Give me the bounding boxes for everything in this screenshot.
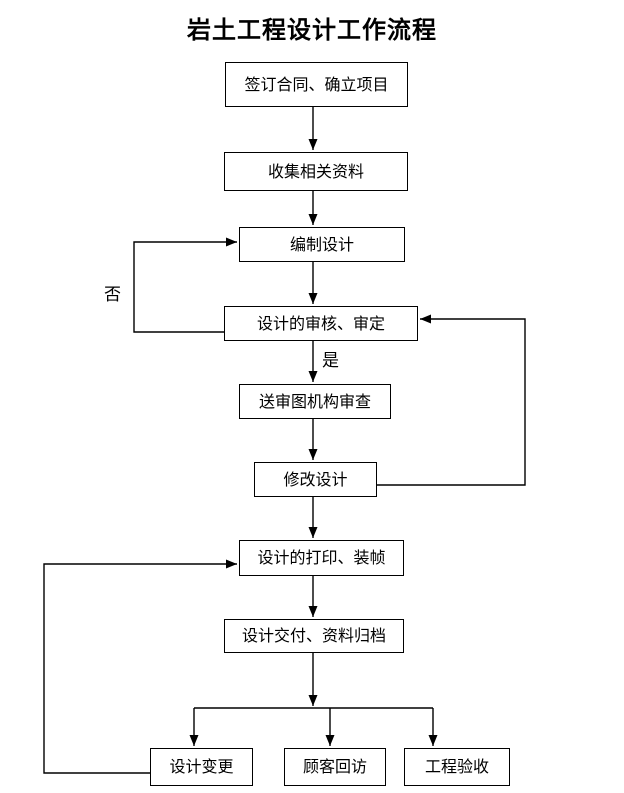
arrow-design-change-loop-to-print — [43, 559, 237, 774]
node-sign-contract: 签订合同、确立项目 — [225, 62, 408, 107]
node-label: 签订合同、确立项目 — [244, 74, 389, 94]
node-review-approval: 设计的审核、审定 — [224, 306, 418, 341]
node-label: 设计交付、资料归档 — [241, 626, 386, 645]
node-customer-followup: 顾客回访 — [284, 748, 386, 786]
edge-label-yes: 是 — [322, 351, 339, 371]
node-label: 顾客回访 — [302, 757, 367, 776]
node-print-binding: 设计的打印、装帧 — [239, 540, 404, 576]
node-label: 收集相关资料 — [267, 161, 364, 181]
node-label: 设计变更 — [169, 757, 234, 776]
node-label: 送审图机构审查 — [258, 391, 371, 411]
node-label: 修改设计 — [283, 469, 348, 489]
arrow-modify-loop-to-review — [375, 314, 526, 486]
node-design-change: 设计变更 — [150, 748, 253, 786]
node-project-acceptance: 工程验收 — [404, 748, 510, 786]
node-submit-drawing-review: 送审图机构审查 — [239, 384, 391, 419]
node-label: 设计的打印、装帧 — [257, 548, 386, 567]
node-label: 编制设计 — [289, 234, 354, 254]
node-label: 工程验收 — [424, 757, 489, 776]
node-label: 设计的审核、审定 — [256, 313, 385, 333]
node-delivery-archiving: 设计交付、资料归档 — [224, 619, 404, 653]
node-collect-materials: 收集相关资料 — [224, 152, 408, 191]
flowchart-title: 岩土工程设计工作流程 — [187, 16, 437, 44]
edge-label-no: 否 — [104, 285, 121, 305]
arrow-review-no-loop-to-compile — [133, 237, 237, 333]
node-compile-design: 编制设计 — [239, 227, 405, 262]
node-modify-design: 修改设计 — [254, 462, 377, 497]
